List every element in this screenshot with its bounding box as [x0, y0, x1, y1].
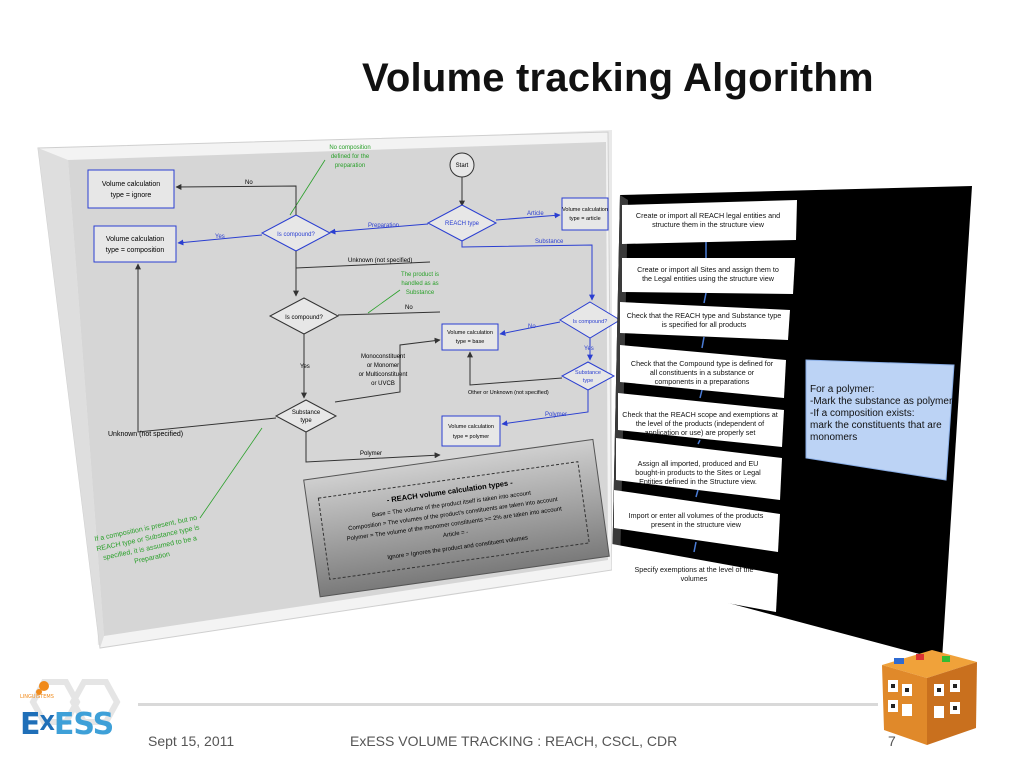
footer-title: ExESS VOLUME TRACKING : REACH, CSCL, CDR [350, 733, 677, 749]
step-line: is specified for all products [662, 320, 747, 329]
svg-text:-Mark the substance as polymer: -Mark the substance as polymer [810, 396, 953, 407]
logo-wordmark: EXESS [20, 707, 113, 742]
step-line: volumes [681, 574, 708, 583]
step-line: the level of the products (independent o… [636, 419, 764, 428]
step-line: bought-in products to the Sites or Legal [635, 468, 761, 477]
footer-date: Sept 15, 2011 [148, 733, 234, 749]
step-line: present in the structure view [651, 520, 742, 529]
step-line: Create or import all Sites and assign th… [637, 265, 779, 274]
step-2-text: Create or import all Sites and assign th… [637, 265, 779, 283]
step-1-text: Create or import all REACH legal entitie… [636, 211, 780, 229]
svg-text:-If a composition exists:: -If a composition exists: [810, 408, 914, 419]
step-line: the Legal entities using the structure v… [642, 274, 775, 283]
step-line: Entities defined in the Structure view. [639, 477, 757, 486]
logo-small-brand: LINGUISTEMS [20, 694, 54, 700]
step-line: Assign all imported, produced and EU [638, 459, 759, 468]
step-line: Create or import all REACH legal entitie… [636, 211, 780, 220]
step-line: components in a preparations [655, 377, 750, 386]
step-line: Check that the Compound type is defined … [631, 359, 774, 368]
footer-divider [138, 703, 878, 706]
step-line: structure them in the structure view [652, 220, 765, 229]
step-line: Check that the REACH scope and exemption… [622, 410, 777, 419]
step-line: Check that the REACH type and Substance … [627, 311, 782, 320]
svg-text:For a polymer:: For a polymer: [810, 384, 874, 395]
svg-text:mark the constituents that are: mark the constituents that are [810, 420, 942, 431]
step-5-text: Check that the REACH scope and exemption… [622, 410, 777, 437]
step-line: Specify exemptions at the level of the [634, 565, 753, 574]
step-line: application or use) are properly set [645, 428, 756, 437]
step-line: all constituents in a substance or [650, 368, 755, 377]
step-line: Import or enter all volumes of the produ… [629, 511, 764, 520]
svg-text:monomers: monomers [810, 432, 857, 443]
page-number: 7 [888, 733, 896, 749]
